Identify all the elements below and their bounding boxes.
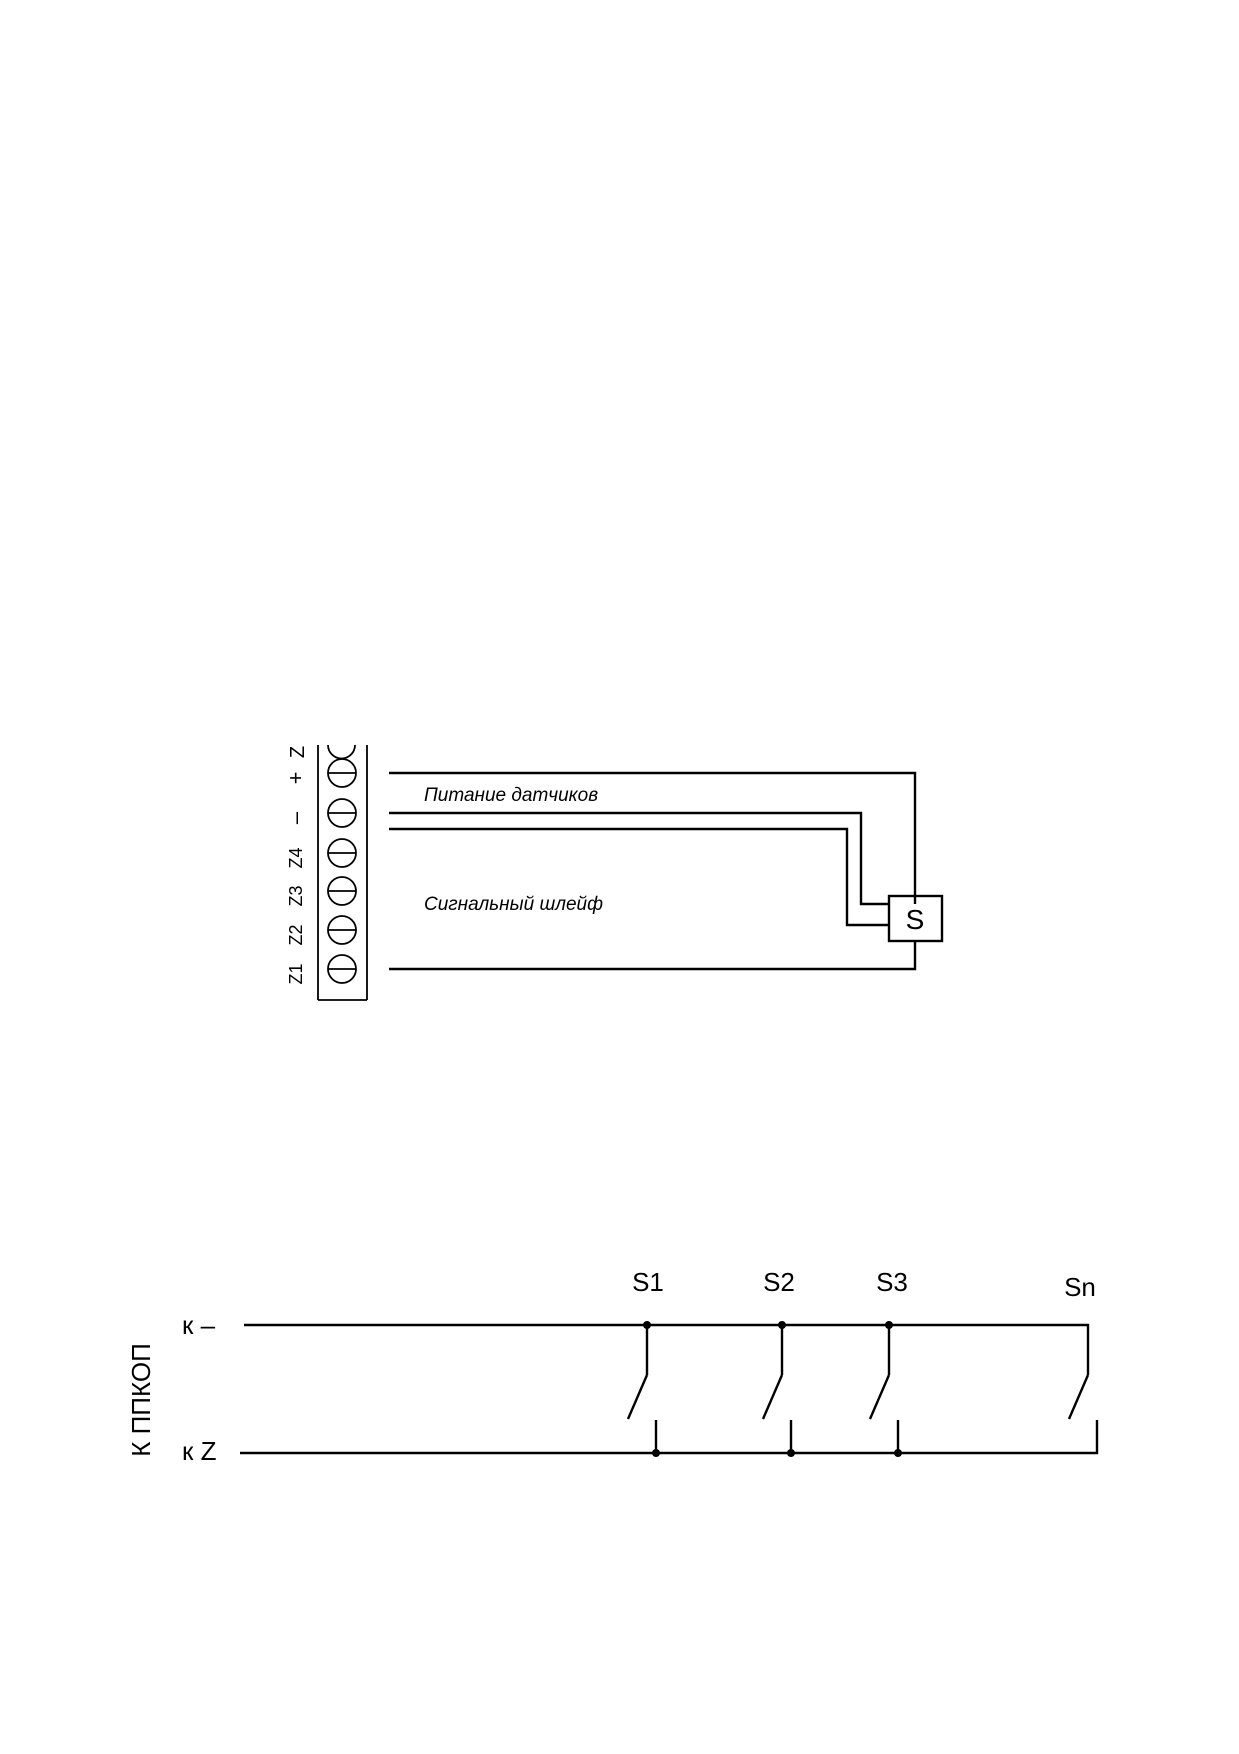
terminal-screw-icon: [327, 744, 356, 760]
switch-label-s2: S2: [763, 1267, 795, 1297]
terminal-label-z1: Z1: [286, 963, 306, 984]
side-label-ppkop: К ППКОП: [126, 1343, 156, 1457]
terminal-screw-minus: [327, 798, 357, 828]
sensor-box: S: [887, 894, 944, 943]
switch-s1: S1: [626, 1267, 664, 1457]
switch-sn: Sn: [1064, 1272, 1096, 1420]
switch-s2: S2: [761, 1267, 795, 1457]
terminal-screw-z1: [327, 954, 357, 984]
terminal-screw-z3: [327, 876, 357, 906]
terminal-screw-z2: [327, 915, 357, 945]
z-line-label: к Z: [182, 1436, 217, 1466]
switch-s3: S3: [868, 1267, 908, 1457]
junction-dot: [787, 1449, 795, 1457]
terminal-screw-z4: [327, 838, 357, 868]
switch-label-s3: S3: [876, 1267, 908, 1297]
junction-dot: [652, 1449, 660, 1457]
junction-dot: [894, 1449, 902, 1457]
terminal-screw-plus: [327, 758, 357, 788]
sensor-wires: [389, 771, 917, 971]
terminal-block: Z + – Z4 Z3 Z2 Z1: [283, 744, 368, 1001]
switch-label-s1: S1: [632, 1267, 664, 1297]
terminal-label-z3: Z3: [286, 885, 306, 906]
signal-label: Сигнальный шлейф: [424, 894, 603, 915]
power-label: Питание датчиков: [424, 785, 598, 806]
terminal-label-z2: Z2: [286, 924, 306, 945]
bus-lines: [240, 1323, 1099, 1455]
terminal-label-plus: +: [283, 772, 308, 785]
sensor-label: S: [906, 904, 925, 935]
terminal-label-z4: Z4: [286, 847, 306, 868]
minus-line-label: к –: [182, 1310, 216, 1340]
terminal-label-minus: –: [283, 811, 308, 824]
switch-label-sn: Sn: [1064, 1272, 1096, 1302]
terminal-label-z: Z: [287, 746, 309, 758]
